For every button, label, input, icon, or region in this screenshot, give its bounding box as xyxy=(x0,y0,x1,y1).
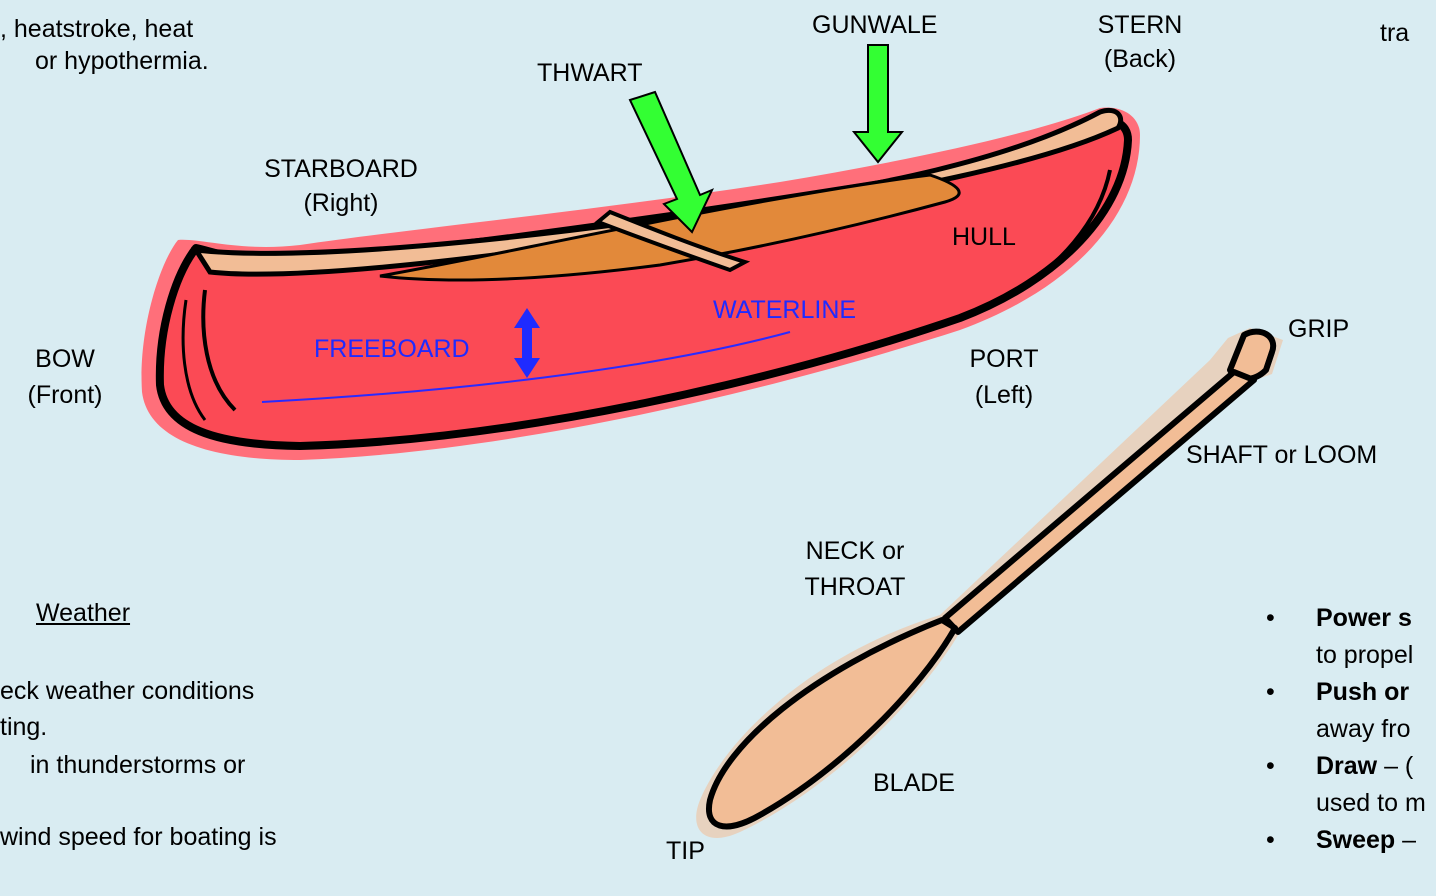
stroke-title: Push or xyxy=(1316,674,1409,711)
weather-line-1: eck weather conditions xyxy=(0,676,254,707)
weather-line-4: wind speed for boating is xyxy=(0,822,277,853)
stroke-desc: to propel xyxy=(1316,637,1413,674)
stroke-desc: used to m xyxy=(1316,785,1426,822)
bullet-icon: • xyxy=(1266,674,1275,711)
waterline-label: WATERLINE xyxy=(713,295,856,326)
bullet-icon: • xyxy=(1266,600,1275,637)
stern-sublabel: (Back) xyxy=(1080,44,1200,75)
stroke-title: Draw – ( xyxy=(1316,748,1413,785)
blade-label: BLADE xyxy=(873,768,955,799)
stroke-name: Sweep xyxy=(1316,826,1395,854)
bow-sublabel: (Front) xyxy=(10,380,120,411)
starboard-label: STARBOARD xyxy=(236,154,446,185)
tip-label: TIP xyxy=(666,836,705,867)
top-right-text: tra xyxy=(1380,18,1409,49)
weather-line-2: ting. xyxy=(0,712,47,743)
canoe-paddle-illustration xyxy=(0,0,1436,866)
paddle-shaft xyxy=(945,372,1254,632)
stroke-dash: – xyxy=(1395,826,1416,854)
neck-sublabel: THROAT xyxy=(780,572,930,603)
weather-heading: Weather xyxy=(36,598,130,629)
port-sublabel: (Left) xyxy=(945,380,1063,411)
stroke-desc: away fro xyxy=(1316,711,1410,748)
stroke-name: Push or xyxy=(1316,678,1409,706)
neck-label: NECK or xyxy=(780,536,930,567)
stern-label: STERN xyxy=(1080,10,1200,41)
freeboard-label: FREEBOARD xyxy=(314,334,470,365)
bow-label: BOW xyxy=(10,344,120,375)
grip-label: GRIP xyxy=(1288,314,1349,345)
stroke-dash: – ( xyxy=(1377,752,1413,780)
bullet-icon: • xyxy=(1266,748,1275,785)
hull-label: HULL xyxy=(952,222,1016,253)
green-arrow-icon-gunwale xyxy=(854,45,902,162)
intro-text-line-1: , heatstroke, heat xyxy=(0,14,193,45)
stroke-name: Power s xyxy=(1316,604,1412,632)
thwart-label: THWART xyxy=(537,58,643,89)
shaft-label: SHAFT or LOOM xyxy=(1186,440,1377,471)
gunwale-label: GUNWALE xyxy=(812,10,937,41)
bullet-icon: • xyxy=(1266,822,1275,859)
port-label: PORT xyxy=(945,344,1063,375)
starboard-sublabel: (Right) xyxy=(236,188,446,219)
weather-line-3: in thunderstorms or xyxy=(30,750,245,781)
stroke-name: Draw xyxy=(1316,752,1377,780)
stroke-title: Sweep – xyxy=(1316,822,1416,859)
intro-text-line-2: or hypothermia. xyxy=(35,46,209,77)
stroke-title: Power s xyxy=(1316,600,1412,637)
